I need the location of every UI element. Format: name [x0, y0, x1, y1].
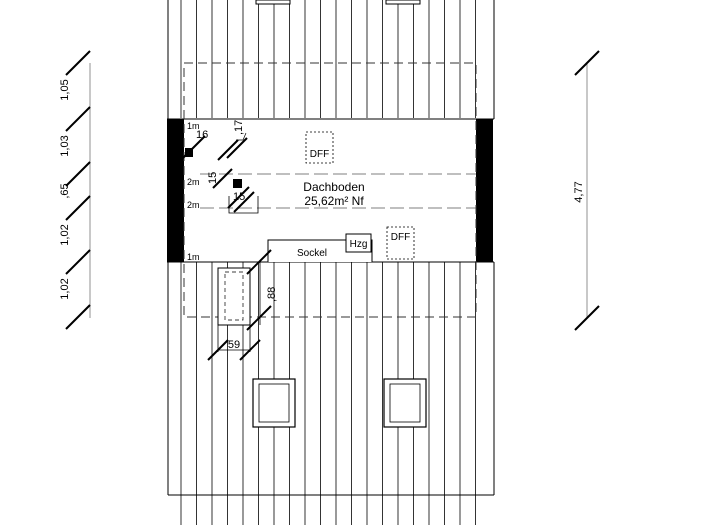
gable-wall-left: [167, 119, 184, 262]
roof-rafters-lower: [180, 262, 476, 525]
dim-chimney-depth: ,88: [266, 287, 278, 302]
tick-left-1: [65, 50, 91, 76]
dim-left-5: 1,02: [59, 278, 71, 299]
dim-ridge-a: 16: [196, 129, 208, 141]
room-area: 25,62m² Nf: [304, 194, 364, 208]
dim-right-total: 4,77: [573, 181, 585, 202]
hatch-frame: [228, 196, 259, 214]
tick-chimney-depth-bottom: [246, 305, 272, 331]
dim-left-2: 1,03: [59, 135, 71, 156]
gable-wall-right: [476, 119, 493, 262]
skylight-right-outline: [386, 226, 415, 260]
tick-ridge-b2: [226, 137, 248, 159]
tick-left-2: [65, 106, 91, 132]
dim-left-1: 1,05: [59, 79, 71, 100]
roof-window-left-pane: [258, 383, 290, 423]
chimney-shaft: [217, 267, 251, 326]
skylight-right-label: DFF: [391, 232, 410, 243]
roof-window-top-right: [385, 0, 421, 5]
dim-gap-a: 15: [207, 172, 219, 184]
tick-left-5: [65, 249, 91, 275]
ridge-b-leader: [236, 132, 247, 141]
floor-outline-dashed: [183, 62, 477, 318]
sockel-label: Sockel: [297, 248, 327, 259]
tick-chimney-depth-top: [246, 249, 272, 275]
tick-ridge-a: [182, 135, 206, 159]
tick-left-4: [65, 195, 91, 221]
height-mark-top: 1m: [187, 121, 200, 131]
chimney-flue: [224, 271, 244, 321]
tick-gap-b1: [227, 186, 250, 209]
height-mark-upper-mid: 2m: [187, 177, 200, 187]
heater-box: [345, 233, 372, 253]
tick-right-top: [574, 50, 600, 76]
dim-ridge-b: ,17: [233, 120, 245, 135]
roof-window-top-left: [255, 0, 291, 5]
tick-left-3: [65, 161, 91, 187]
tick-right-bottom: [574, 305, 600, 331]
tick-gap-a: [212, 168, 233, 189]
heater-label: Hzg: [350, 239, 368, 250]
dim-left-3: ,65: [59, 183, 71, 198]
dim-chimney-width: 59: [228, 339, 240, 351]
height-mark-lower-mid: 2m: [187, 200, 200, 210]
skylight-top-outline: [305, 131, 334, 164]
roof-rafters-upper: [180, 0, 476, 119]
skylight-top-label: DFF: [310, 149, 329, 160]
tick-gap-b2: [233, 191, 255, 213]
room-name: Dachboden: [303, 180, 364, 194]
tick-left-6: [65, 304, 91, 330]
tick-chimney-width-left: [207, 339, 229, 361]
dim-chain-left-ticks: [65, 50, 91, 330]
dim-gap-b: 15: [233, 191, 245, 203]
roof-window-right-pane: [389, 383, 421, 423]
chimney-post: [233, 179, 242, 188]
tick-chimney-width-right: [239, 339, 261, 361]
tick-ridge-b1: [217, 139, 239, 161]
dim-left-4: 1,02: [59, 224, 71, 245]
height-mark-bottom: 1m: [187, 252, 200, 262]
